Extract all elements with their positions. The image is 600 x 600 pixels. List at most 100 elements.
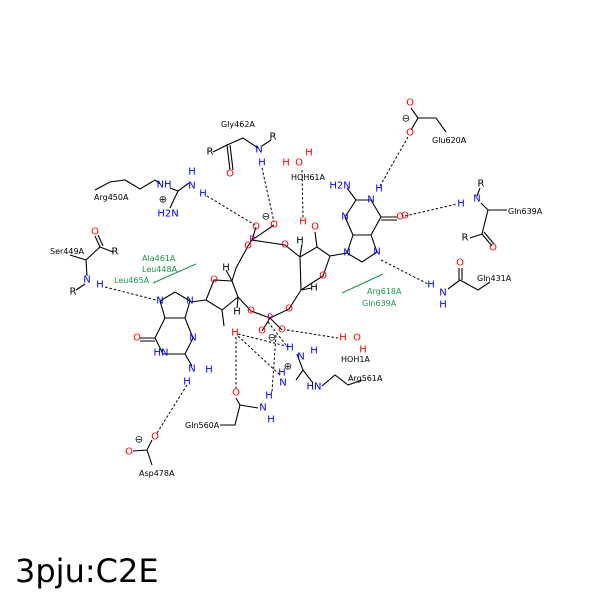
atom-label: N [279, 378, 286, 389]
atom-label: N [259, 403, 266, 414]
atom-label: O [270, 220, 278, 231]
atom-label: N [188, 364, 195, 375]
atom-label: H [359, 345, 367, 356]
hbonds [104, 136, 458, 434]
atom-label: H [231, 328, 239, 339]
atom-label: O [278, 325, 286, 336]
atom-label: H [439, 300, 447, 311]
atom-label: H [305, 148, 313, 159]
atom-label: O [295, 158, 303, 169]
atom-label: H [96, 280, 104, 291]
atom-label: N [367, 195, 374, 206]
atom-label: O [226, 169, 234, 180]
atom-label: R [112, 247, 119, 258]
hydrophobic-label-arg618: Arg618A [367, 287, 402, 296]
structure-title: 3pju:C2E [15, 552, 159, 590]
residue-label-glu620: Glu620A [432, 136, 467, 145]
atom-label: H [258, 158, 266, 169]
residue-label-gln639: Gln639A [508, 207, 543, 216]
atom-label: HN [154, 348, 169, 359]
atom-label: O [285, 304, 293, 315]
atom-label: N [83, 275, 90, 286]
ligand-bonds [140, 187, 397, 367]
atom-label: O [396, 212, 404, 223]
atom-label: P [267, 313, 273, 324]
residue-label-asp478: Asp478A [139, 469, 175, 478]
atom-label: H [267, 415, 275, 426]
atom-label: H [339, 333, 347, 344]
atom-label: H [286, 343, 294, 354]
atom-label: H [375, 184, 383, 195]
atom-label: H [265, 391, 273, 402]
atom-label: O [406, 128, 414, 139]
atom-label: N [341, 212, 348, 223]
atom-label: N [255, 145, 262, 156]
negative-charge-icon: ⊖ [262, 212, 270, 223]
residue-label-gly462: Gly462A [221, 120, 255, 129]
atom-label: O [247, 306, 255, 317]
atom-label: N [189, 333, 196, 344]
atom-label: R [270, 132, 277, 143]
atom-label: O [133, 333, 141, 344]
atom-label: R [478, 179, 485, 190]
hydrophobic-label-ala461: Ala461A [142, 254, 176, 263]
atom-label: H [188, 167, 196, 178]
residue-label-gln560: Gln560A [185, 421, 220, 430]
atom-label: H [278, 368, 286, 379]
atom-label: H2N [157, 209, 178, 220]
atom-label: O [319, 271, 327, 282]
residue-label-ser449: Ser449A [50, 247, 85, 256]
atom-label: O [244, 241, 252, 252]
atom-label: R [462, 233, 469, 244]
residue-label-arg561: Arg561A [348, 374, 383, 383]
atom-label: O [91, 227, 99, 238]
atom-label: O [311, 222, 319, 233]
atom-label: H [457, 199, 465, 210]
atom-label: N [439, 288, 446, 299]
positive-charge-icon: ⊕ [159, 195, 167, 206]
atom-label: H [199, 189, 207, 200]
hydrophobic-contacts [152, 263, 384, 294]
atom-label: O [456, 258, 464, 269]
atom-label: NH [157, 180, 172, 191]
negative-charge-icon: ⊖ [268, 333, 276, 344]
hydrophobic-label-leu465: Leu465A [114, 276, 150, 285]
negative-charge-icon: ⊖ [402, 114, 410, 125]
negative-charge-icon: ⊖ [135, 435, 143, 446]
atom-label: O [401, 211, 409, 222]
atom-label: N [156, 296, 163, 307]
hydrophobic-label-gln639: Gln639A [362, 299, 397, 308]
atom-label: O [125, 447, 133, 458]
atom-label: N [297, 352, 304, 363]
atom-label: N [373, 247, 380, 258]
atom-label: H [222, 263, 230, 274]
atom-label: H [183, 377, 191, 388]
atom-label: R [207, 147, 214, 158]
atom-label: N [473, 194, 480, 205]
atom-label: N [343, 248, 350, 259]
atom-label: H [310, 283, 318, 294]
atom-label: H [205, 365, 213, 376]
atom-label: O [353, 333, 361, 344]
atom-label: H [296, 236, 304, 247]
residue-label-hoh1: HOH1A [341, 355, 370, 364]
atom-label: H [299, 217, 307, 228]
atom-label: R [70, 287, 77, 298]
atom-label: O [210, 275, 218, 286]
atom-label: O [258, 326, 266, 337]
atom-label: HN [307, 382, 322, 393]
atom-label: H [310, 346, 318, 357]
atom-label: O [489, 243, 497, 254]
atom-label: O [232, 388, 240, 399]
atom-label: N [186, 296, 193, 307]
atom-label: P [249, 235, 255, 246]
atom-label: O [151, 432, 159, 443]
residue-label-gln431: Gln431A [477, 274, 512, 283]
residue-bonds [69, 107, 507, 466]
atom-label: H [282, 158, 290, 169]
atom-label: O [406, 98, 414, 109]
positive-charge-icon: ⊕ [284, 362, 292, 373]
